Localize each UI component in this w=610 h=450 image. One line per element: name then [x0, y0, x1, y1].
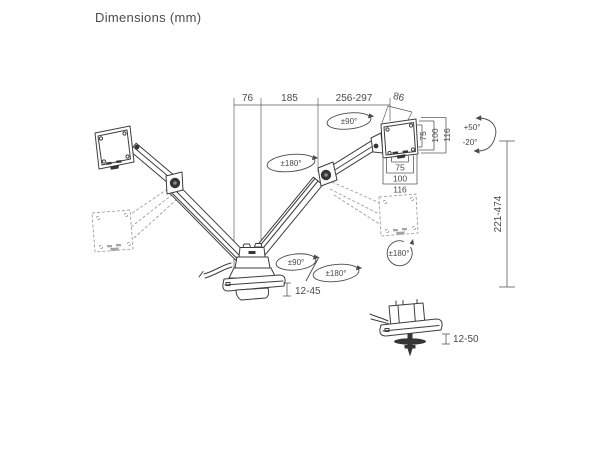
swivel-base-annotation [275, 253, 320, 271]
rotation-labels: ±90° ±180° ±90° ±180° ±180° [266, 112, 414, 283]
clamp-foot [235, 287, 270, 301]
dim-256-297: 256-297 [336, 93, 373, 104]
cable [204, 266, 233, 279]
height-dimension: 221-474 [493, 140, 515, 288]
dim-grommet-range: 12-50 [453, 334, 479, 345]
cable [370, 318, 390, 325]
ghost-vesa-plate-left [91, 209, 134, 253]
top-dimension: 76 185 256-297 [234, 93, 390, 106]
angle-rotate-vesa: ±180° [389, 249, 410, 258]
dim-clamp-range: 12-45 [295, 286, 321, 297]
tilt-annotation: +50° -20° [463, 115, 497, 154]
clamp-thickness-label: 12-45 [283, 282, 321, 297]
vesa-plate-right [380, 118, 419, 159]
angle-swivel-elbow: ±180° [281, 159, 302, 168]
grommet-thickness-label: 12-50 [442, 333, 479, 345]
left-arm [129, 142, 245, 261]
ghost-left-arm [91, 187, 177, 253]
dim-vesa-v-75: 75 [418, 131, 428, 141]
dim-185: 185 [281, 93, 298, 104]
cable [369, 313, 389, 322]
diagram-title: Dimensions (mm) [95, 10, 201, 25]
dim-head-depth: 86 [381, 91, 413, 124]
vesa-dimensions-vertical: 75 100 116 [417, 117, 452, 154]
dim-vesa-h-75: 75 [395, 163, 405, 173]
right-arm-head [370, 132, 384, 154]
dim-height-range: 221-474 [493, 195, 504, 232]
rotate-base-annotation [312, 263, 363, 283]
grommet-washer [394, 338, 426, 345]
swivel-elbow-annotation [266, 153, 319, 173]
base-assembly [198, 243, 286, 301]
dim-76: 76 [242, 93, 254, 104]
vesa-plate-left [94, 125, 135, 170]
angle-swivel-base: ±90° [288, 258, 305, 267]
dim-vesa-v-100: 100 [430, 128, 440, 142]
dim-vesa-h-116: 116 [393, 185, 407, 195]
vesa-dimensions-horizontal: 75 100 116 [382, 155, 418, 195]
angle-swivel-arm: ±90° [341, 117, 358, 126]
dim-86: 86 [392, 91, 406, 104]
grommet-detail [369, 299, 443, 357]
right-arm [252, 132, 384, 259]
angle-tilt-down: -20° [463, 138, 478, 147]
dim-vesa-h-100: 100 [393, 174, 407, 184]
ghost-vesa-plate-right [378, 193, 419, 237]
rotate-vesa-annotation [386, 239, 414, 267]
ghost-right-arm [329, 181, 419, 237]
cable [203, 262, 232, 275]
angle-rotate-base: ±180° [326, 269, 347, 278]
grommet-plate [379, 318, 443, 337]
base-column [234, 256, 271, 269]
tilt-arc [477, 117, 497, 152]
dim-vesa-v-116: 116 [442, 128, 452, 142]
angle-tilt-up: +50° [464, 123, 481, 132]
swivel-arm-annotation [326, 112, 375, 130]
